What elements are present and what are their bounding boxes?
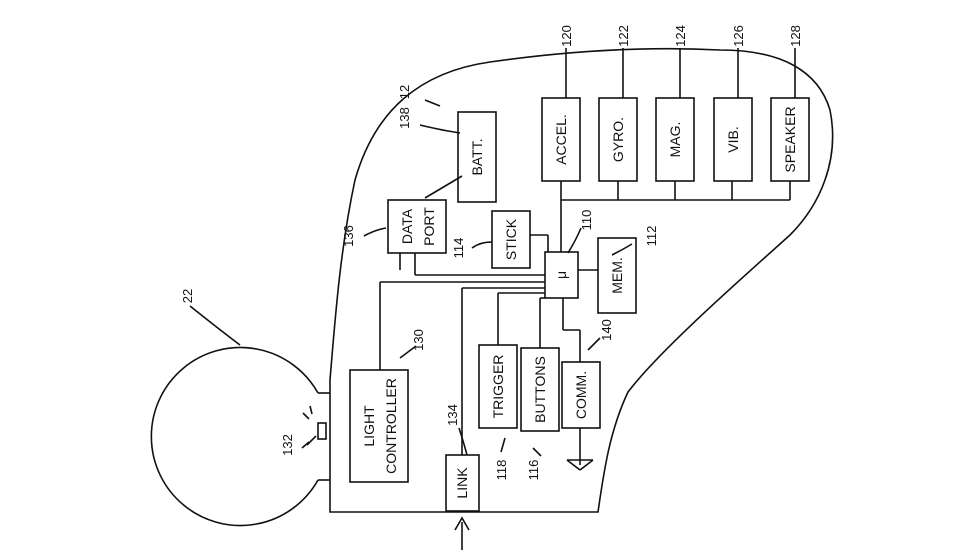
ref-22: 22 [180,289,195,303]
accel-label: ACCEL. [553,114,569,165]
gyro-label: GYRO. [610,117,626,162]
stick-block [491,210,531,269]
buttons-label: BUTTONS [532,356,548,423]
battery-block [457,111,497,203]
ref-122: 122 [616,25,631,47]
speaker-block [770,97,810,182]
sphere-outline [150,346,319,527]
ref-118: 118 [494,460,509,481]
ref-124: 124 [673,25,688,47]
ref-132: 132 [280,434,295,456]
ref-110: 110 [579,210,594,231]
stick-label: STICK [503,218,519,260]
speaker-label: SPEAKER [782,106,798,172]
mag-block [655,97,695,182]
link-block [445,454,480,512]
ref-128: 128 [788,25,803,47]
data-port-label-line2: PORT [421,207,437,246]
housing-outline [329,47,834,513]
data-port-label-line1: DATA [399,208,415,244]
vib-block [713,97,753,182]
ref-12: 12 [397,85,412,99]
microcontroller-label: μ [553,271,569,279]
ref-140: 140 [599,319,614,341]
light-emitter [317,422,327,440]
ref-138: 138 [397,107,412,129]
battery-label: BATT. [469,138,485,175]
trigger-label: TRIGGER [490,355,506,419]
light-controller-label-line2: CONTROLLER [383,378,399,474]
trigger-block [478,344,518,429]
ref-120: 120 [559,25,574,47]
mag-label: MAG. [667,122,683,158]
comm-label: COMM. [573,371,589,419]
vib-label: VIB. [725,126,741,152]
ref-126: 126 [731,25,746,47]
accel-block [541,97,581,182]
microcontroller-block [544,251,579,299]
ref-134: 134 [445,404,460,426]
ref-136: 136 [341,225,356,247]
light-controller-label-line1: LIGHT [361,405,377,447]
link-label: LINK [454,467,470,499]
memory-block [597,237,637,314]
comm-block [561,361,601,429]
ref-114: 114 [451,238,466,259]
ref-112: 112 [644,226,659,247]
gyro-block [598,97,638,182]
light-controller-block [349,369,409,483]
buttons-block [520,347,560,432]
data-port-block [387,199,447,254]
ref-116: 116 [526,460,541,481]
memory-label: MEM. [609,257,625,294]
ref-130: 130 [411,329,426,351]
